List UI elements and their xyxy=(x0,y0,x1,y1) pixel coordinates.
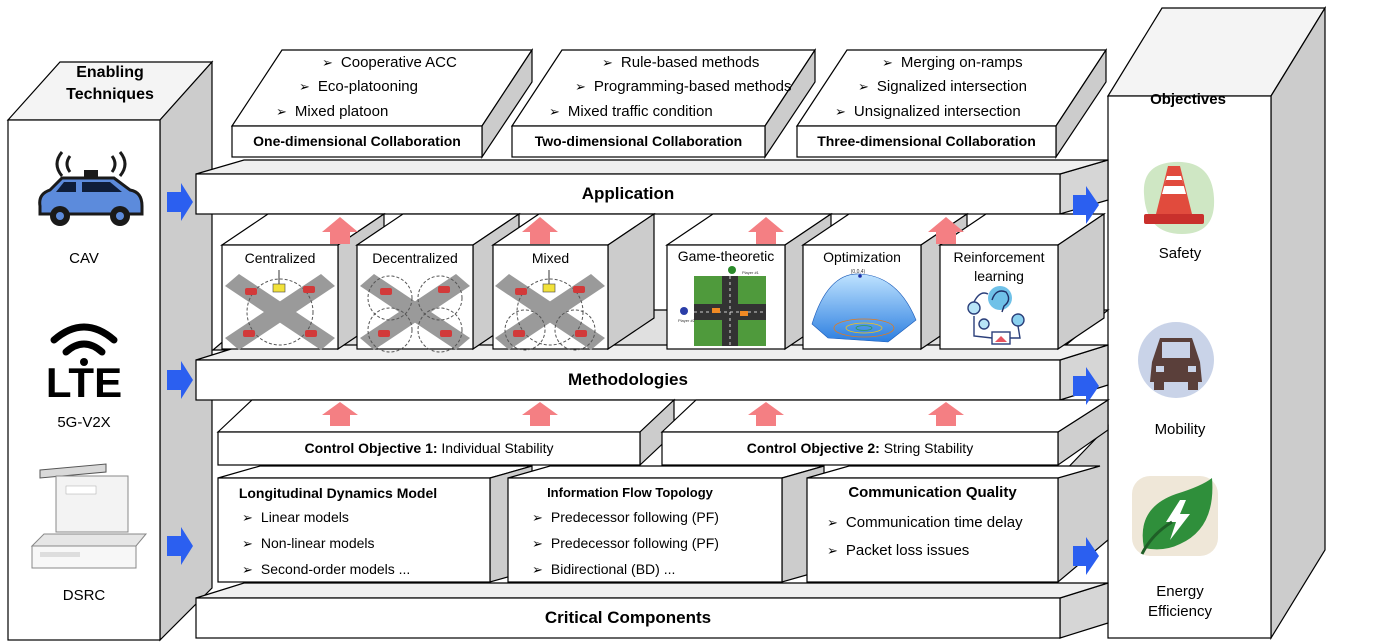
application-title: Application xyxy=(581,184,675,203)
optimization-peak-label: (0,0,4) xyxy=(851,269,866,275)
control-objective-2-text: String Stability xyxy=(879,440,974,456)
reinforcement-learning-icon xyxy=(967,286,1025,345)
collab-title: Three-dimensional Collaboration xyxy=(817,133,1036,149)
component-item: Bidirectional (BD) ... xyxy=(532,561,675,578)
component-title: Longitudinal Dynamics Model xyxy=(238,485,438,501)
collab-item: Cooperative ACC xyxy=(322,54,457,71)
control-objective-2-title: Control Objective 2: xyxy=(746,440,880,456)
arrow-up-icon xyxy=(928,402,964,426)
arrow-up-icon xyxy=(522,217,558,244)
optimization-label: Optimization xyxy=(823,249,901,265)
arrow-right-icon xyxy=(1073,186,1099,224)
5g-v2x-label: 5G-V2X xyxy=(57,414,111,431)
methodologies-slab xyxy=(195,359,1061,401)
arrow-right-icon xyxy=(167,361,193,399)
intersection-centralized-icon xyxy=(225,270,335,350)
game-theoretic-icon xyxy=(680,266,766,346)
critical-components-title: Critical Components xyxy=(544,608,712,627)
arrow-up-icon xyxy=(748,402,784,426)
collab-item: Rule-based methods xyxy=(602,54,759,71)
car-icon xyxy=(38,151,144,226)
collab-item: Mixed platoon xyxy=(276,103,388,120)
wifi-icon xyxy=(50,323,118,366)
critical-components-slab xyxy=(195,597,1061,639)
control-objective-1-title: Control Objective 1: xyxy=(304,440,438,456)
reinforcement-learning-label: Reinforcement learning xyxy=(953,249,1045,284)
component-title: Information Flow Topology xyxy=(547,485,713,500)
component-item: Communication time delay xyxy=(827,514,1023,531)
arrow-right-icon xyxy=(167,527,193,565)
dsrc-device-icon xyxy=(30,463,148,569)
player-2-label: Player #2 xyxy=(678,318,696,323)
pink-arrows xyxy=(322,217,964,426)
traffic-cone-icon xyxy=(1143,161,1215,234)
decentralized-label: Decentralized xyxy=(372,250,458,266)
component-title: Communication Quality xyxy=(848,484,1017,501)
arrow-up-icon xyxy=(322,402,358,426)
intersection-mixed-icon xyxy=(495,270,605,351)
dsrc-label: DSRC xyxy=(62,587,106,604)
centralized-label: Centralized xyxy=(244,250,316,266)
arrow-up-icon xyxy=(748,217,784,244)
application-slab xyxy=(195,173,1061,215)
arrow-right-icon xyxy=(1073,367,1099,405)
safety-label: Safety xyxy=(1158,245,1202,262)
collab-title: One-dimensional Collaboration xyxy=(253,133,461,149)
energy-efficiency-label: Energy Efficiency xyxy=(1148,583,1212,620)
arrow-up-icon xyxy=(928,217,964,244)
control-objective-2: Control Objective 2: String Stability xyxy=(662,440,1058,456)
component-item: Second-order models ... xyxy=(242,561,410,578)
blue-arrows-right xyxy=(1073,186,1099,575)
game-theoretic-label: Game-theoretic xyxy=(677,248,775,264)
blue-arrows-left xyxy=(167,183,193,565)
component-item: Linear models xyxy=(242,509,349,526)
arrow-up-icon xyxy=(322,217,358,244)
control-objective-1: Control Objective 1: Individual Stabilit… xyxy=(218,440,640,456)
arrow-right-icon xyxy=(167,183,193,221)
component-item: Predecessor following (PF) xyxy=(532,535,719,552)
methodologies-title: Methodologies xyxy=(568,370,688,389)
arrow-up-icon xyxy=(522,402,558,426)
mixed-label: Mixed xyxy=(531,250,570,266)
collab-title: Two-dimensional Collaboration xyxy=(534,133,743,149)
cav-label: CAV xyxy=(69,250,99,267)
collab-item: Merging on-ramps xyxy=(882,54,1023,71)
collab-item: Mixed traffic condition xyxy=(549,103,713,120)
collab-item: Eco-platooning xyxy=(299,78,418,95)
component-item: Packet loss issues xyxy=(827,542,969,559)
arrow-right-icon xyxy=(1073,537,1099,575)
collab-item: Unsignalized intersection xyxy=(835,103,1021,120)
component-item: Non-linear models xyxy=(242,535,375,552)
intersection-decentralized-icon xyxy=(360,274,470,353)
collab-item: Signalized intersection xyxy=(858,78,1027,95)
collab-item: Programming-based methods xyxy=(575,78,792,95)
lte-icon: LTE xyxy=(45,359,123,406)
control-objective-1-text: Individual Stability xyxy=(437,440,554,456)
objectives-title: Objectives xyxy=(1150,91,1226,108)
component-item: Predecessor following (PF) xyxy=(532,509,719,526)
player-1-label: Player #1 xyxy=(742,270,760,275)
optimization-surface-icon xyxy=(811,273,917,343)
mobility-label: Mobility xyxy=(1154,421,1206,438)
car-front-icon xyxy=(1138,322,1214,398)
leaf-energy-icon xyxy=(1132,476,1218,556)
enabling-techniques-title: Enabling Techniques xyxy=(66,64,154,103)
